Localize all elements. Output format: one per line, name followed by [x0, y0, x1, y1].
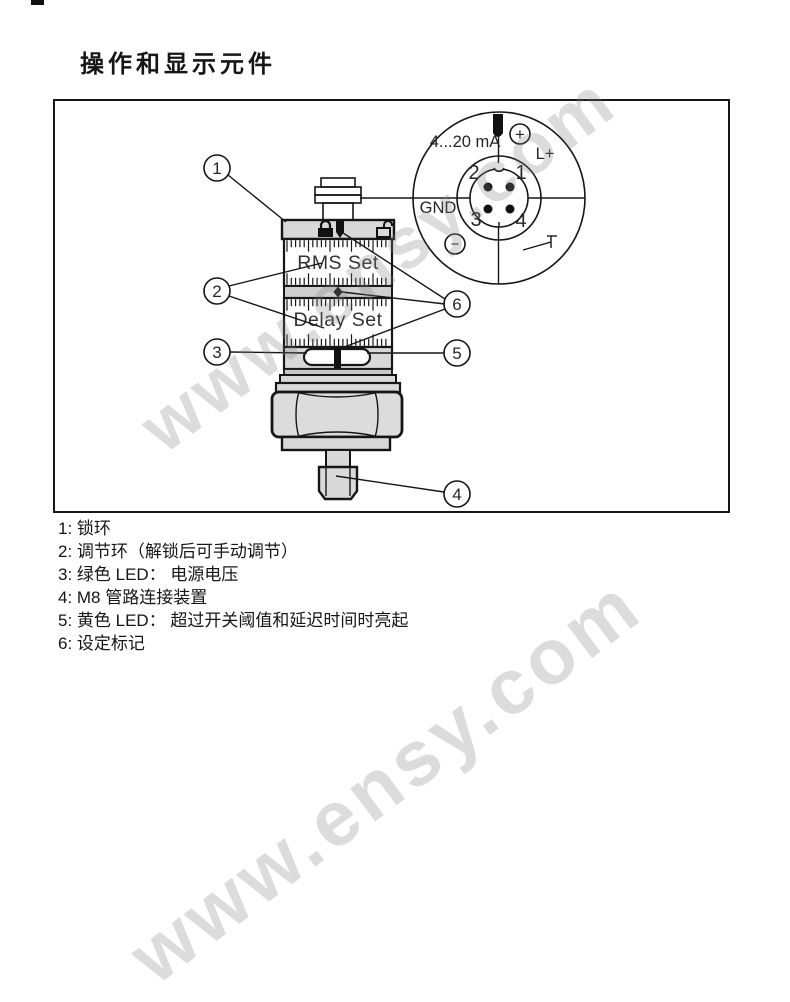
- figure-frame: 4...20 mA + L+ GND − 2 1 3 4: [53, 99, 730, 513]
- legend-item-2: 2: 调节环（解锁后可手动调节）: [58, 542, 298, 561]
- page-edge-mark: [31, 0, 44, 5]
- legend-item-5: 5: 黄色 LED： 超过开关阈值和延迟时间时亮起: [58, 611, 409, 630]
- svg-text:1: 1: [212, 159, 221, 178]
- callout-1: 1: [203, 154, 231, 182]
- hex-nut: [270, 390, 404, 439]
- pin-dot-1: [505, 182, 515, 192]
- pin-1-label: 1: [515, 162, 526, 184]
- callout-lines: [227, 174, 446, 493]
- plus-terminal-sign: +: [515, 125, 525, 144]
- rms-scale-bottom: [286, 273, 387, 285]
- minus-terminal-icon: [444, 233, 466, 255]
- lplus-label: L+: [536, 145, 555, 163]
- gnd-label: GND: [420, 199, 457, 217]
- index-pin-icon: [493, 114, 503, 137]
- legend-item-6: 6: 设定标记: [58, 634, 145, 653]
- minus-terminal-sign: −: [451, 236, 460, 253]
- callout-3: 3: [203, 338, 231, 366]
- sensor-body: RMS Set Delay Set: [270, 177, 404, 501]
- current-output-label: 4...20 mA: [430, 133, 501, 151]
- pin-2-label: 2: [468, 162, 479, 184]
- callout-5: 5: [443, 339, 471, 367]
- pin-4-label: 4: [515, 210, 526, 232]
- svg-text:3: 3: [212, 343, 221, 362]
- svg-text:5: 5: [452, 344, 461, 363]
- pin-dot-4: [505, 204, 515, 214]
- base-plate: [280, 435, 392, 452]
- closed-padlock-icon: [318, 219, 333, 237]
- delay-scale-top: [286, 299, 387, 311]
- setting-marker-mid-icon: [333, 286, 343, 298]
- legend-item-1: 1: 锁环: [58, 519, 111, 538]
- rms-scale-top: [286, 240, 387, 252]
- page-title: 操作和显示元件: [80, 51, 276, 79]
- rms-set-label: RMS Set: [297, 252, 379, 274]
- pin-dot-3: [483, 204, 493, 214]
- pin-3-label: 3: [470, 209, 481, 231]
- callout-2: 2: [203, 277, 231, 305]
- setting-marker-top-icon: [336, 221, 344, 238]
- pin-circle-notch-mask: [494, 163, 504, 170]
- svg-text:6: 6: [452, 295, 461, 314]
- device-diagram: 4...20 mA + L+ GND − 2 1 3 4: [203, 111, 586, 508]
- connector-pinout: 4...20 mA + L+ GND − 2 1 3 4: [360, 111, 586, 285]
- open-padlock-icon: [376, 220, 393, 238]
- pin-dot-2: [483, 182, 493, 192]
- callout-4: 4: [443, 480, 471, 508]
- callouts: 1 2 3 4 5 6: [203, 154, 471, 508]
- legend-item-3: 3: 绿色 LED： 电源电压: [58, 565, 239, 584]
- svg-text:4: 4: [452, 485, 461, 504]
- ring-step-2: [279, 374, 397, 384]
- legend-item-4: 4: M8 管路连接装置: [58, 588, 208, 607]
- delay-set-label: Delay Set: [293, 309, 382, 331]
- m8-pipe-connector: [317, 449, 359, 501]
- setting-marker-led-icon: [334, 346, 341, 368]
- svg-text:2: 2: [212, 282, 221, 301]
- switch-output-icon: [522, 235, 557, 251]
- m8-plug-connector: [314, 177, 362, 221]
- callout-6: 6: [443, 290, 471, 318]
- pin-circle-notch: [493, 167, 505, 172]
- figure-legend: 1: 锁环 2: 调节环（解锁后可手动调节） 3: 绿色 LED： 电源电压 4…: [58, 517, 408, 655]
- plus-terminal-icon: [509, 123, 531, 145]
